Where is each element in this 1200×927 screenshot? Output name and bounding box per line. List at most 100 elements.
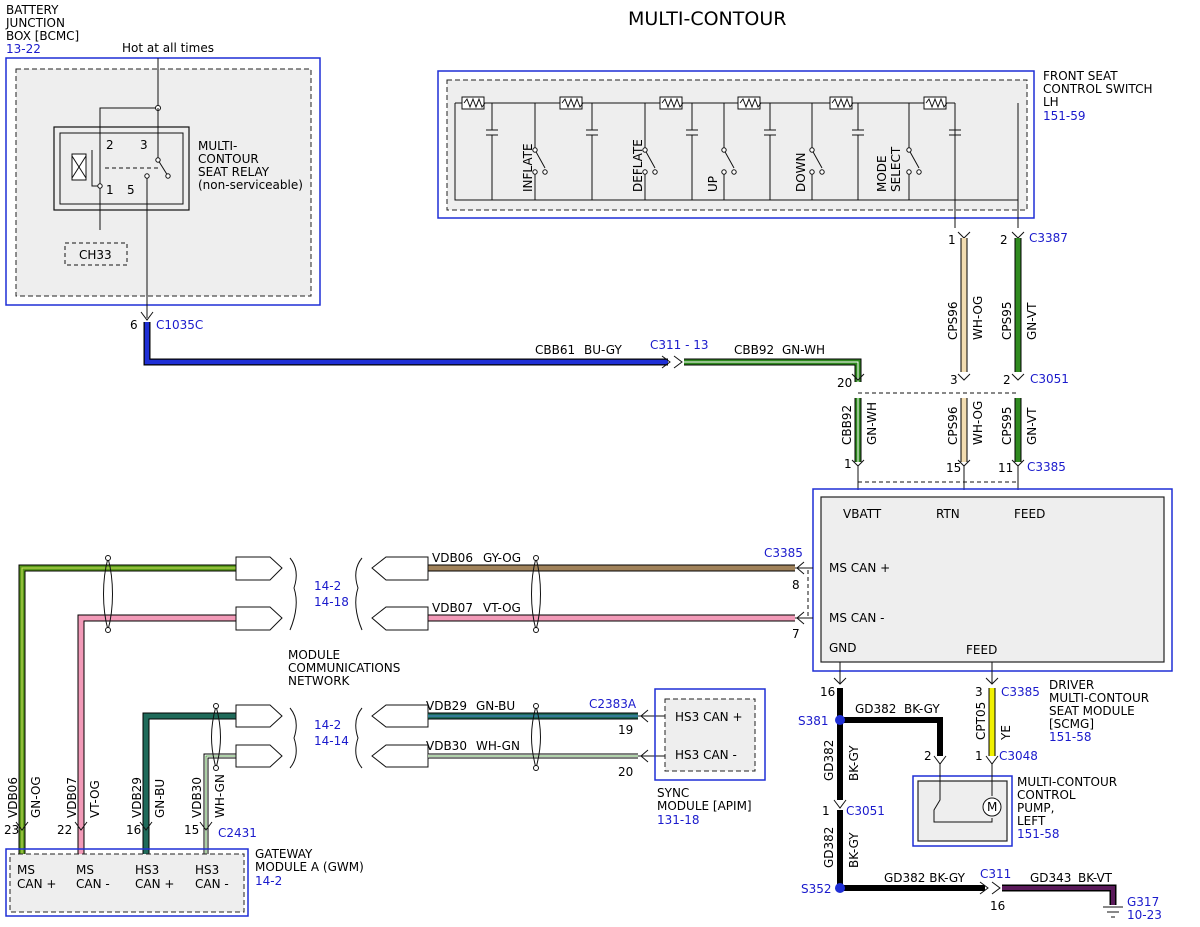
gwm-inner-box bbox=[9, 853, 245, 913]
c3051-pin-2: 2 bbox=[1003, 373, 1011, 387]
offpage-ms-can-plus-left[interactable] bbox=[235, 556, 283, 581]
c2431-connector[interactable]: C2431 bbox=[218, 826, 257, 840]
ground-g317-ref[interactable]: 10-23 bbox=[1127, 908, 1162, 922]
splice-s381[interactable] bbox=[835, 715, 845, 725]
wire-vdb29-left[interactable] bbox=[143, 713, 236, 858]
wire-gd343[interactable] bbox=[1002, 886, 1115, 905]
splice-s352[interactable] bbox=[835, 883, 845, 893]
gwm-ref[interactable]: 14-2 bbox=[255, 874, 282, 888]
gwm-vdb06-label: VDB06 bbox=[6, 777, 20, 818]
pump-motor-icon bbox=[982, 797, 1002, 817]
ground-pin-1b: 1 bbox=[822, 804, 830, 818]
offpage-ms-can-minus-left[interactable] bbox=[235, 606, 283, 631]
wire-gd382-upper[interactable] bbox=[837, 688, 943, 800]
switch-name-1: FRONT SEAT bbox=[1043, 69, 1118, 83]
ground-symbol-icon bbox=[1103, 906, 1123, 918]
c3048-connector[interactable]: C3048 bbox=[999, 749, 1038, 763]
ground-gd343-color: BK-VT bbox=[1078, 871, 1113, 885]
ground-gd382-vert-1-color: BK-GY bbox=[847, 745, 861, 781]
c3051-pin-3: 3 bbox=[950, 373, 958, 387]
wire-vdb07-left[interactable] bbox=[78, 615, 236, 858]
scmg-ref[interactable]: 151-58 bbox=[1049, 730, 1092, 744]
front-seat-control-switch: FRONT SEAT CONTROL SWITCH LH 151-59 INFL… bbox=[437, 69, 1152, 247]
relay-label-2: CONTOUR bbox=[198, 152, 259, 166]
wire-vdb30-left[interactable] bbox=[205, 755, 236, 858]
brace-ms-left bbox=[289, 557, 297, 631]
gwm-name-1: GATEWAY bbox=[255, 847, 313, 861]
offpage-hs3-plus-left[interactable] bbox=[235, 704, 283, 728]
relay-label-1: MULTI- bbox=[198, 139, 237, 153]
switch-terminal bbox=[916, 169, 922, 175]
ground-pin-16b: 16 bbox=[990, 899, 1005, 913]
network-ref-a2[interactable]: 14-18 bbox=[314, 595, 349, 609]
relay-pin-1: 1 bbox=[106, 183, 114, 197]
ground-c311[interactable]: C311 bbox=[980, 867, 1011, 881]
gwm-port-1-l1: MS bbox=[17, 863, 35, 877]
offpage-ms-can-minus-right[interactable] bbox=[371, 606, 429, 631]
c3385-top-connector[interactable]: C3385 bbox=[1027, 460, 1066, 474]
ground-cpt05: CPT05 bbox=[974, 702, 988, 740]
ground-g317[interactable]: G317 bbox=[1127, 895, 1159, 909]
c3051-connector[interactable]: C3051 bbox=[1030, 372, 1069, 386]
splice-s352-label[interactable]: S352 bbox=[801, 882, 832, 896]
gwm-vdb30-color: WH-GN bbox=[213, 774, 227, 818]
gwm-port-1-l2: CAN + bbox=[17, 877, 56, 891]
offpage-hs3-minus-right[interactable] bbox=[371, 744, 429, 768]
switch-name-2: CONTROL SWITCH bbox=[1043, 82, 1152, 96]
bjb-ref[interactable]: 13-22 bbox=[6, 42, 41, 56]
c1035c-connector[interactable]: C1035C bbox=[156, 318, 203, 332]
control-pump: M MULTI-CONTOUR CONTROL PUMP, LEFT 151-5… bbox=[912, 764, 1117, 847]
bjb-name-line-3: BOX [BCMC] bbox=[6, 29, 79, 43]
mcn-line-3: NETWORK bbox=[288, 674, 351, 688]
offpage-hs3-minus-left[interactable] bbox=[235, 744, 283, 768]
switch-terminal bbox=[642, 169, 648, 175]
offpage-ms-can-plus-right[interactable] bbox=[371, 556, 429, 581]
bjb-outer-box bbox=[5, 57, 321, 306]
scmg-inner-box bbox=[820, 496, 1165, 663]
switch-label-select: SELECT bbox=[889, 146, 903, 192]
ground-c3385[interactable]: C3385 bbox=[1001, 685, 1040, 699]
sync-outer-box bbox=[654, 688, 766, 781]
wire-cbb61[interactable] bbox=[144, 322, 668, 365]
scmg-name-1: DRIVER bbox=[1049, 678, 1094, 692]
diagram-title: MULTI-CONTOUR bbox=[628, 8, 786, 30]
offpage-hs3-plus-right[interactable] bbox=[371, 704, 429, 728]
switch-ref[interactable]: 151-59 bbox=[1043, 109, 1086, 123]
c2383a-connector[interactable]: C2383A bbox=[589, 697, 637, 711]
splice-s381-label[interactable]: S381 bbox=[798, 714, 829, 728]
wire-vdb30-label: VDB30 bbox=[426, 739, 467, 753]
switch-capacitor-icon bbox=[949, 103, 961, 200]
c3385-can-connector[interactable]: C3385 bbox=[764, 546, 803, 560]
ground-c3051[interactable]: C3051 bbox=[846, 804, 885, 818]
sync-hs3-plus: HS3 CAN + bbox=[675, 710, 743, 724]
network-ref-b1[interactable]: 14-2 bbox=[314, 718, 341, 732]
sync-ref[interactable]: 131-18 bbox=[657, 813, 700, 827]
gwm-port-4-l2: CAN - bbox=[195, 877, 229, 891]
seat-module-scmg: VBATT RTN FEED MS CAN + MS CAN - GND FEE… bbox=[764, 488, 1173, 744]
wire-vdb07-label: VDB07 bbox=[432, 601, 473, 615]
switch-label-up: UP bbox=[706, 176, 720, 192]
pump-pin-2: 2 bbox=[924, 749, 932, 763]
c3387-connector[interactable]: C3387 bbox=[1029, 231, 1068, 245]
switch-terminal bbox=[721, 169, 727, 175]
wire-vdb30-color: WH-GN bbox=[476, 739, 520, 753]
scmg-feed-top: FEED bbox=[1014, 507, 1045, 521]
network-ref-b2[interactable]: 14-14 bbox=[314, 734, 349, 748]
relay-feed-line bbox=[99, 58, 159, 160]
ch33-label: CH33 bbox=[79, 248, 112, 262]
network-ref-a1[interactable]: 14-2 bbox=[314, 579, 341, 593]
gwm-vdb06-color: GN-OG bbox=[29, 776, 43, 818]
pump-ref[interactable]: 151-58 bbox=[1017, 827, 1060, 841]
pump-name-3: PUMP, bbox=[1017, 801, 1054, 815]
wire-vdb06-left[interactable] bbox=[21, 567, 236, 858]
mcn-line-2: COMMUNICATIONS bbox=[288, 661, 400, 675]
wire-cbb92[interactable] bbox=[684, 361, 859, 382]
c3385-pin-1: 1 bbox=[844, 457, 852, 471]
switch-resistor-zigzag bbox=[831, 97, 854, 109]
c311-13-connector[interactable]: C311 - 13 bbox=[650, 338, 709, 352]
sync-name-2: MODULE [APIM] bbox=[657, 799, 752, 813]
wire-cps95-lower-color: GN-VT bbox=[1025, 407, 1039, 445]
ground-pin-16: 16 bbox=[820, 685, 835, 699]
relay-pin-3: 3 bbox=[140, 138, 148, 152]
ground-gd382-vert-2-color: BK-GY bbox=[847, 832, 861, 868]
